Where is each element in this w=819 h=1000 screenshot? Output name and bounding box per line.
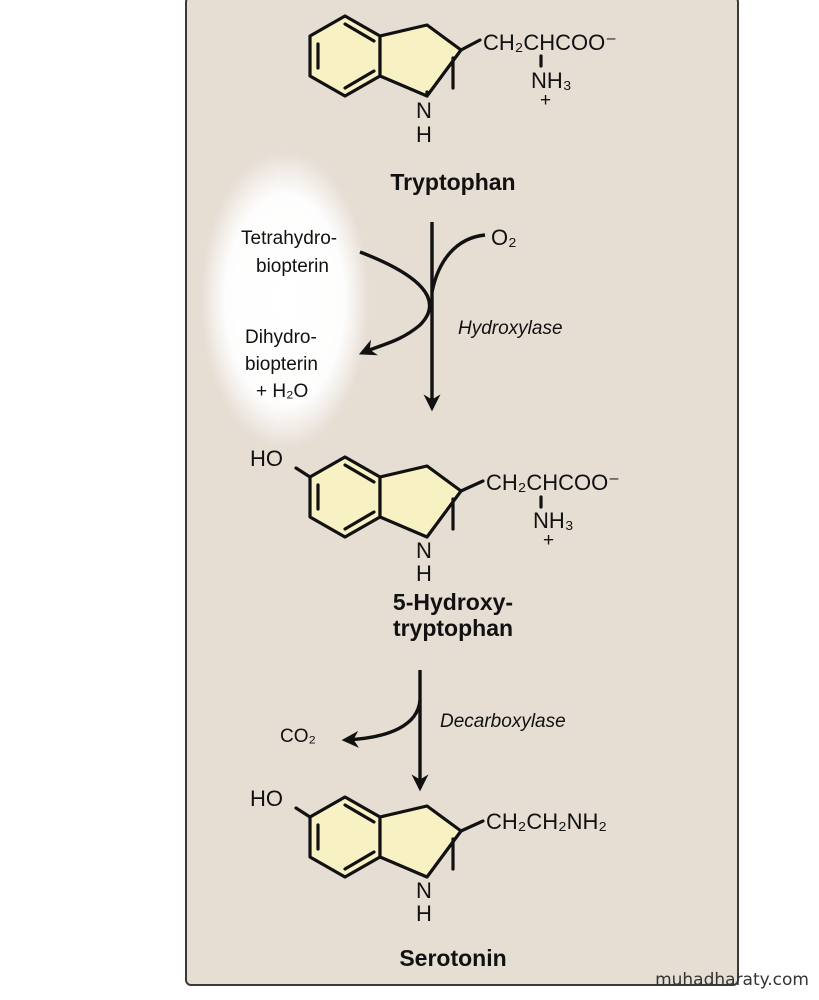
co2-label: CO₂ <box>280 726 316 747</box>
hydroxytryptophan-hydroxyl: HO <box>250 446 283 471</box>
tryptophan-ring-h: H <box>416 122 432 147</box>
hydroxytryptophan-label-line1: 5-Hydroxy- <box>393 589 513 615</box>
hydroxytryptophan-pyrrole-ring <box>378 464 463 539</box>
oxygen-input-arrow <box>430 233 486 293</box>
hydroxytryptophan-label-line2: tryptophan <box>393 615 513 641</box>
serotonin-benzene-ring <box>308 795 382 879</box>
serotonin-side-chain: CH₂CH₂NH₂ <box>486 809 607 834</box>
tryptophan-aromatic-bonds <box>316 22 482 90</box>
tryptophan-label: Tryptophan <box>390 169 515 195</box>
co2-release-arrow <box>341 699 422 748</box>
hydroxytryptophan-side-chain: CH₂CHCOO⁻ <box>486 470 620 495</box>
watermark: muhadharaty.com <box>655 970 809 990</box>
tetrahydrobiopterin-line2: biopterin <box>256 256 329 277</box>
tryptophan-amine: NH₃ <box>531 68 572 93</box>
decarboxylase-enzyme-label: Decarboxylase <box>440 711 566 732</box>
dihydrobiopterin-line2: biopterin <box>245 354 318 375</box>
hydroxytryptophan-ring-n: N <box>416 538 432 563</box>
tryptophan-amine-charge: + <box>540 90 551 111</box>
serotonin-structure: HO N H CH₂CH₂NH₂ <box>250 786 607 926</box>
hydroxylase-enzyme-label: Hydroxylase <box>458 318 563 339</box>
serotonin-ring-n: N <box>416 878 432 903</box>
cofactor-highlight <box>200 150 370 450</box>
serotonin-label: Serotonin <box>399 945 506 971</box>
hydroxytryptophan-amine: NH₃ <box>533 508 574 533</box>
hydroxytryptophan-benzene-ring <box>308 455 382 539</box>
serotonin-pyrrole-ring <box>378 804 463 879</box>
hydroxytryptophan-aromatic-bonds <box>294 463 485 531</box>
serotonin-ring-h: H <box>416 901 432 926</box>
dihydrobiopterin-line1: Dihydro- <box>245 327 317 348</box>
biopterin-conversion-arrow <box>358 250 432 356</box>
tetrahydrobiopterin-line1: Tetrahydro- <box>241 228 337 249</box>
serotonin-aromatic-bonds <box>294 803 485 871</box>
tryptophan-structure: N H CH₂CHCOO⁻ NH₃ + <box>308 14 617 147</box>
hydroxytryptophan-ring-h: H <box>416 561 432 586</box>
hydroxytryptophan-amine-charge: + <box>543 530 554 551</box>
tryptophan-benzene-ring <box>308 14 382 98</box>
serotonin-hydroxyl: HO <box>250 786 283 811</box>
tryptophan-side-chain: CH₂CHCOO⁻ <box>483 30 617 55</box>
tryptophan-pyrrole-ring <box>378 23 463 98</box>
oxygen-label: O₂ <box>491 225 517 250</box>
hydroxytryptophan-structure: HO N H CH₂CHCOO⁻ NH₃ + <box>250 446 620 586</box>
water-label: + H₂O <box>256 381 308 402</box>
tryptophan-ring-n: N <box>416 98 432 123</box>
